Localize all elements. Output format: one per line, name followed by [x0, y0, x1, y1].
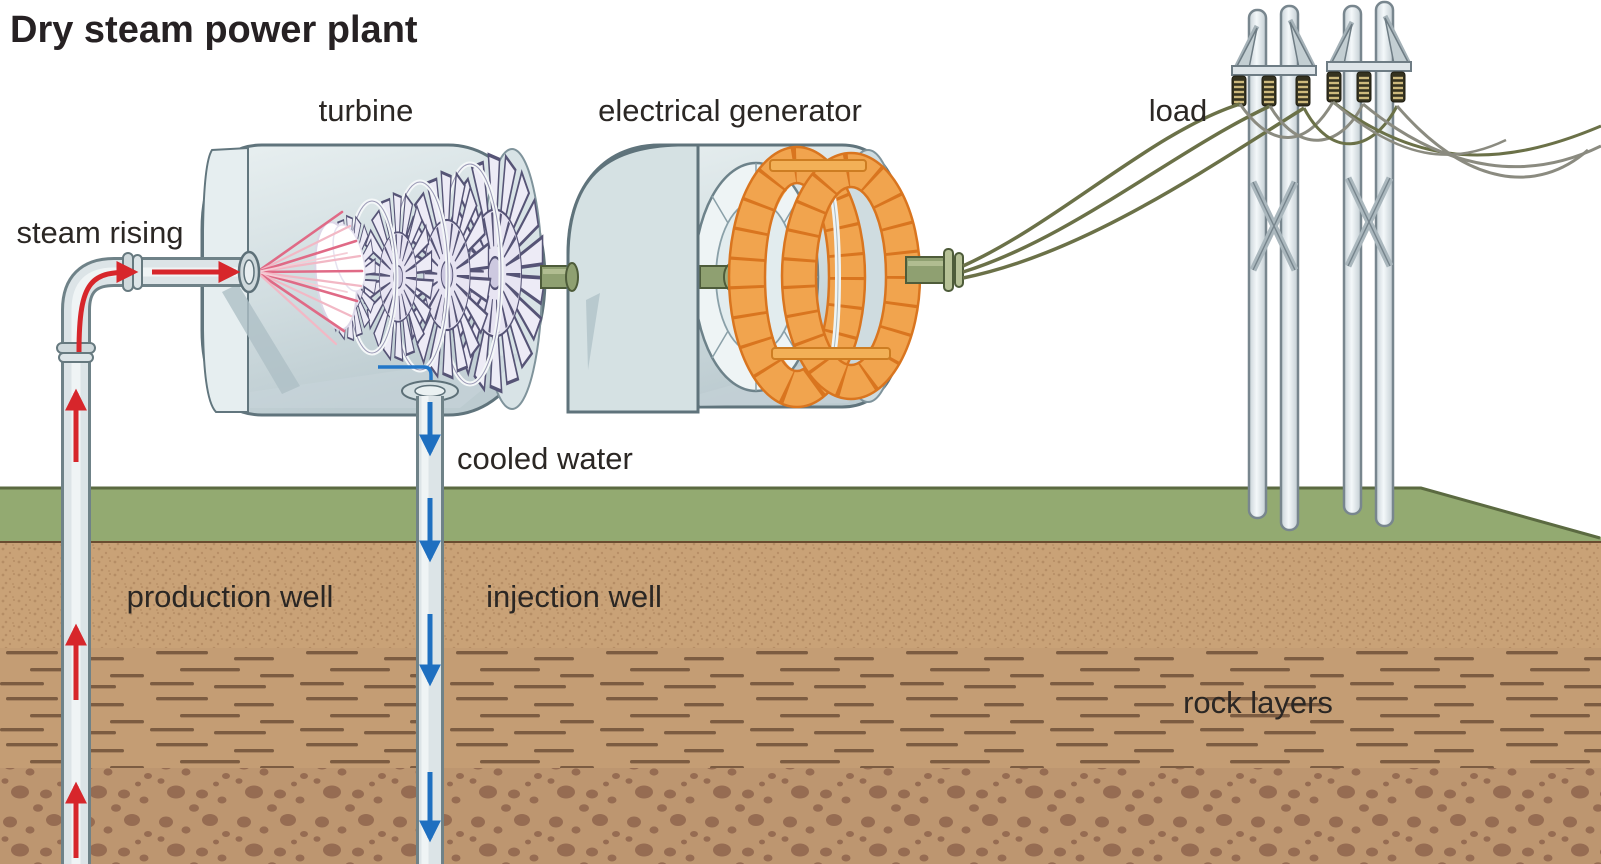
generator-output-shaft — [905, 248, 964, 292]
label-load: load — [1149, 93, 1208, 128]
production-well-pipe — [56, 250, 261, 864]
utility-pole-pair-2 — [1327, 2, 1411, 526]
label-production-well: production well — [127, 579, 334, 614]
brush-bar-bottom — [771, 347, 891, 360]
shaft-entry-collar — [565, 262, 579, 292]
brush-bar-top — [769, 159, 867, 172]
power-line-wires — [962, 100, 1601, 280]
turbine-inlet-flange — [237, 250, 261, 294]
generator-front-face — [566, 143, 700, 414]
label-steam-rising: steam rising — [16, 215, 183, 250]
turbine-shadow — [222, 284, 300, 394]
soil-gravel-layer — [0, 768, 1601, 864]
grass-edge-line — [0, 486, 1601, 540]
ground-cross-section — [0, 486, 1601, 864]
generator-coil-bands — [727, 145, 922, 409]
pipe-flange-vertical — [56, 342, 96, 363]
soil-rock-layer — [0, 648, 1601, 768]
label-electrical-generator: electrical generator — [598, 93, 862, 128]
generator-face-shadow — [586, 293, 600, 370]
turbine-unit — [200, 145, 545, 417]
soil-sand-layer — [0, 541, 1601, 648]
label-cooled-water: cooled water — [457, 441, 633, 476]
generator-unit — [565, 143, 964, 414]
utility-poles — [1232, 2, 1411, 530]
turbine-wheels — [324, 155, 545, 392]
injection-well-pipe — [416, 396, 444, 864]
grass-layer — [0, 487, 1601, 541]
page-title: Dry steam power plant — [10, 9, 418, 51]
label-injection-well: injection well — [486, 579, 662, 614]
diagram-labels: Dry steam power plant turbine electrical… — [10, 9, 1333, 720]
steam-jet — [255, 210, 364, 346]
label-turbine: turbine — [319, 93, 414, 128]
label-rock-layers: rock layers — [1183, 685, 1333, 720]
utility-pole-pair-1 — [1232, 6, 1316, 530]
steam-flow-arrows — [64, 260, 241, 858]
